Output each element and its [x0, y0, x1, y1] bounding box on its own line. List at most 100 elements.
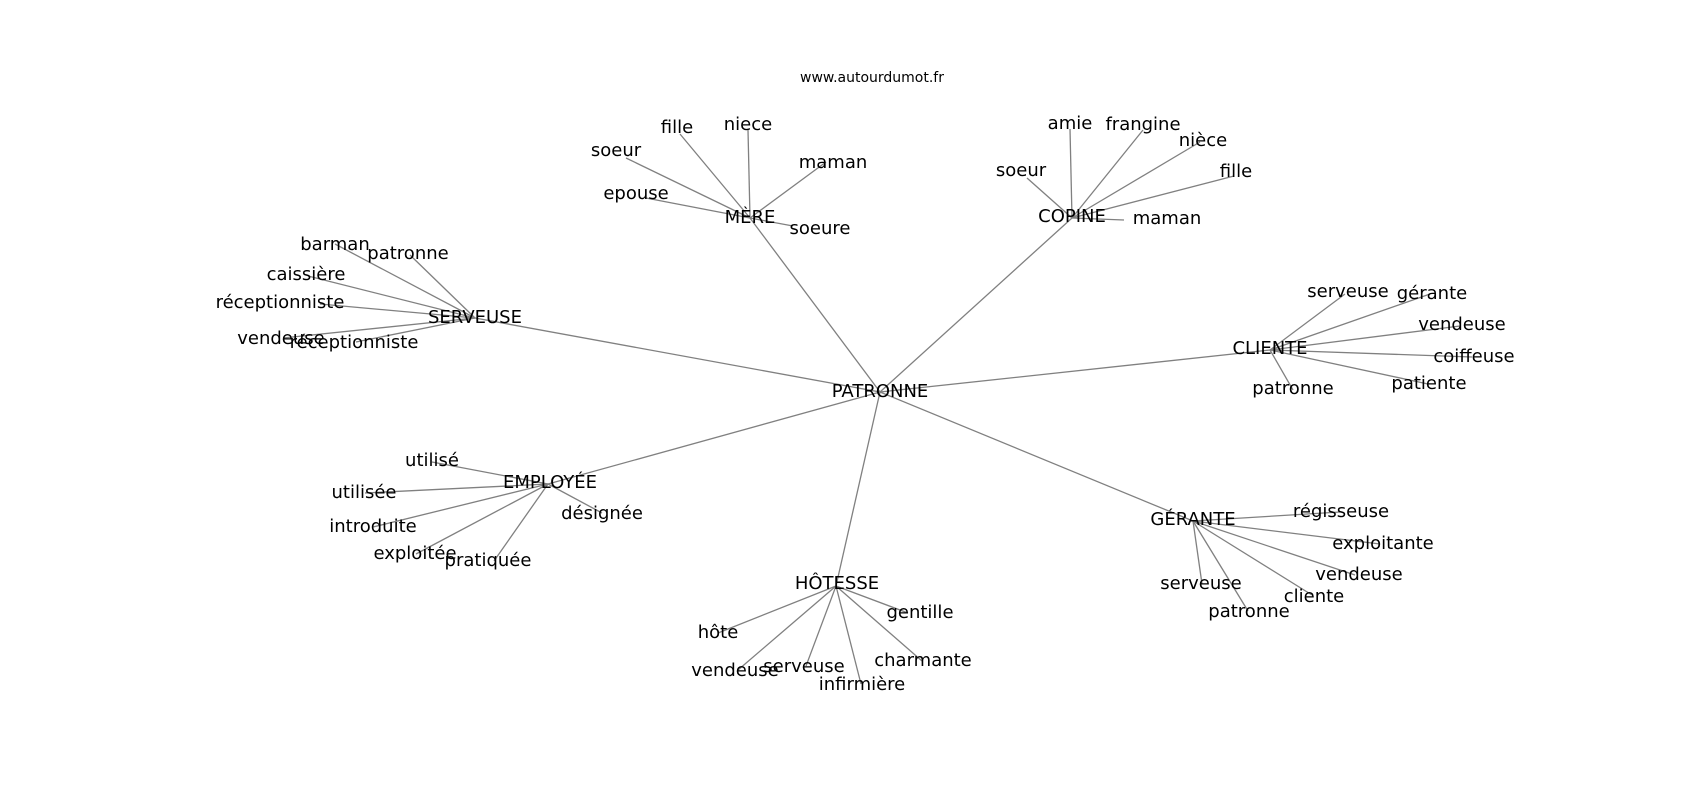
word-node-label: exploitée	[373, 543, 456, 564]
word-node-label: patiente	[1391, 373, 1466, 394]
edge-cluster-to-word	[835, 585, 909, 614]
edge-cluster-to-word	[645, 197, 751, 219]
word-node-label: vendeuse	[1418, 314, 1506, 335]
edge-cluster-to-word	[307, 275, 476, 319]
edge-cluster-to-word	[319, 303, 476, 319]
edge-cluster-to-word	[1069, 128, 1073, 219]
cluster-node-label: GÉRANTE	[1150, 508, 1235, 530]
edge-cluster-to-word	[1071, 129, 1144, 219]
edge-cluster-to-word	[737, 585, 837, 671]
word-node-label: réceptionniste	[290, 332, 419, 353]
cluster-node-label: MÈRE	[725, 206, 776, 228]
edge-cluster-to-word	[1269, 349, 1429, 385]
edge-cluster-to-word	[749, 217, 794, 227]
edge-cluster-to-word	[1192, 520, 1203, 585]
cluster-node-label: SERVEUSE	[428, 307, 522, 328]
edge-cluster-to-word	[334, 243, 476, 319]
word-node-label: charmante	[874, 650, 972, 671]
edge-cluster-to-word	[1192, 520, 1381, 545]
edge-cluster-to-word	[835, 585, 923, 662]
word-node-label: réceptionniste	[216, 292, 345, 313]
word-node-label: pratiquée	[445, 550, 532, 571]
edge-cluster-to-word	[409, 254, 476, 319]
edge-cluster-to-word	[1192, 520, 1356, 576]
edge-cluster-to-word	[1269, 349, 1294, 391]
word-node-label: régisseuse	[1293, 501, 1389, 522]
edge-cluster-to-word	[1269, 349, 1473, 358]
edge-cluster-to-word	[717, 585, 837, 634]
edge-center-to-cluster	[835, 391, 881, 587]
edge-cluster-to-word	[625, 157, 751, 219]
word-node-label: fille	[661, 117, 693, 138]
edge-cluster-to-word	[355, 317, 476, 343]
word-node-label: gérante	[1397, 283, 1467, 304]
edge-center-to-cluster	[749, 217, 881, 393]
word-node-label: soeure	[790, 218, 851, 239]
edge-cluster-to-word	[1192, 520, 1313, 596]
edge-cluster-to-word	[364, 483, 549, 494]
edge-cluster-to-word	[749, 161, 827, 219]
cluster-node-label: COPINE	[1038, 206, 1106, 227]
cluster-node-label: HÔTESSE	[795, 572, 879, 594]
word-node-label: soeur	[591, 140, 642, 161]
word-node-label: exploitante	[1332, 533, 1433, 554]
edge-cluster-to-word	[1026, 177, 1073, 219]
edge-cluster-to-word	[1269, 293, 1431, 351]
edge-center-to-cluster	[879, 349, 1271, 393]
cluster-node-label: CLIENTE	[1232, 338, 1307, 359]
word-node-label: nièce	[1179, 130, 1227, 151]
word-node-label: coiffeuse	[1433, 346, 1514, 367]
word-node-label: frangine	[1105, 114, 1180, 135]
word-node-label: serveuse	[1160, 573, 1241, 594]
edge-cluster-to-word	[372, 483, 549, 528]
word-node-label: barman	[300, 234, 370, 255]
edge-cluster-to-word	[547, 483, 603, 514]
word-node-label: niece	[724, 114, 772, 135]
edge-cluster-to-word	[1071, 217, 1125, 221]
word-node-label: utilisé	[405, 450, 459, 471]
edge-cluster-to-word	[1192, 511, 1341, 522]
edge-center-to-cluster	[879, 217, 1073, 393]
edge-cluster-to-word	[747, 129, 751, 219]
edge-center-to-cluster	[547, 391, 881, 485]
word-node-label: vendeuse	[691, 660, 779, 681]
edge-cluster-to-word	[1192, 520, 1249, 612]
word-node-label: cliente	[1284, 586, 1345, 607]
edge-center-to-cluster	[474, 317, 881, 393]
edge-cluster-to-word	[1269, 325, 1461, 351]
edge-cluster-to-word	[679, 133, 751, 219]
edge-cluster-to-word	[835, 585, 862, 685]
edge-cluster-to-word	[1071, 141, 1201, 219]
word-node-label: introduite	[329, 516, 416, 537]
word-node-label: caissière	[267, 264, 346, 285]
edge-cluster-to-word	[415, 483, 549, 555]
graph-edges	[282, 128, 1473, 685]
edge-cluster-to-word	[282, 317, 476, 339]
word-node-label: désignée	[561, 503, 643, 524]
word-node-label: vendeuse	[1315, 564, 1403, 585]
edge-cluster-to-word	[493, 483, 549, 562]
word-node-label: infirmière	[819, 674, 906, 695]
center-node-label: PATRONNE	[832, 381, 929, 402]
word-node-label: serveuse	[1307, 281, 1388, 302]
edge-cluster-to-word	[1269, 293, 1346, 351]
word-node-label: hôte	[698, 622, 739, 643]
word-node-label: utilisée	[332, 482, 397, 503]
edge-cluster-to-word	[1071, 175, 1235, 219]
edge-cluster-to-word	[805, 585, 837, 667]
word-node-label: fille	[1220, 161, 1252, 182]
word-node-label: gentille	[886, 602, 953, 623]
word-node-label: patronne	[1252, 378, 1333, 399]
edge-cluster-to-word	[431, 461, 549, 485]
edge-center-to-cluster	[879, 391, 1194, 522]
word-node-label: vendeuse	[237, 328, 325, 349]
word-node-label: maman	[799, 152, 868, 173]
word-node-label: serveuse	[763, 656, 844, 677]
word-node-label: epouse	[603, 183, 668, 204]
word-node-label: soeur	[996, 160, 1047, 181]
word-node-label: amie	[1048, 113, 1093, 134]
word-node-label: patronne	[367, 243, 448, 264]
graph-labels: PATRONNE MÈRE soeur fille niece maman epouse so…	[216, 113, 1515, 695]
cluster-node-label: EMPLOYÉE	[503, 471, 597, 493]
